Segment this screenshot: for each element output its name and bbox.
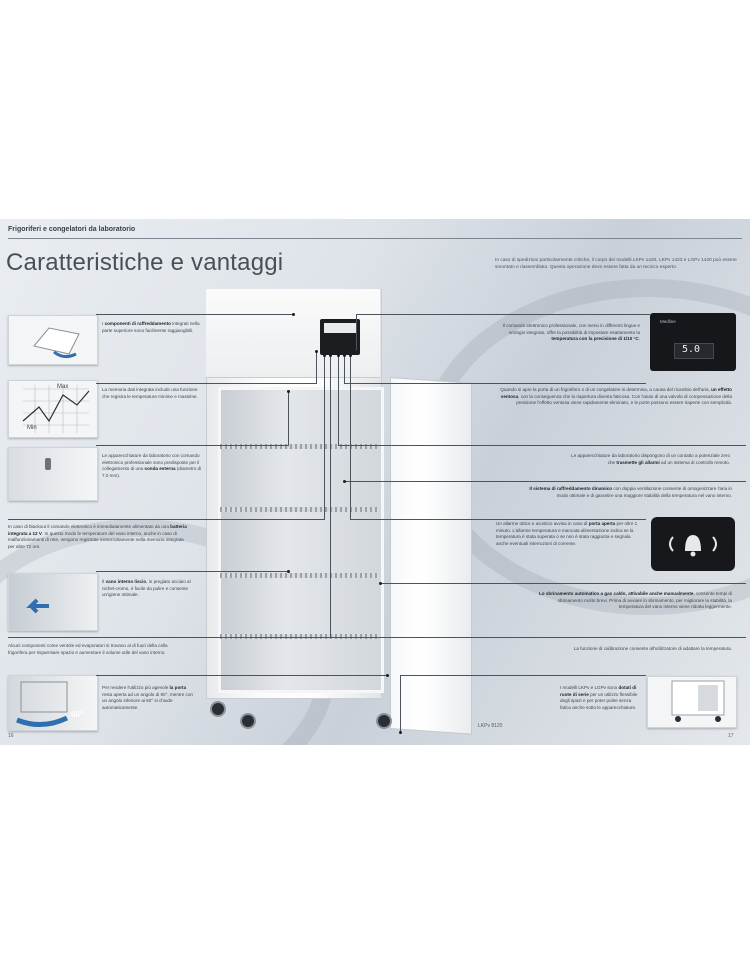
leader-line <box>96 445 289 446</box>
fridge-illustration <box>200 289 472 735</box>
text-cooling-components: I componenti di raffreddamento integrati… <box>102 321 200 333</box>
text-defrost: Lo sbrinamento automatico a gas caldo, a… <box>538 591 732 610</box>
leader-dot <box>329 354 332 357</box>
interior <box>218 387 384 693</box>
text-door: Per rendere l'utilizzo più agevole la po… <box>102 685 193 710</box>
leader-line <box>96 571 288 572</box>
text-evaporators: Alcuni componenti come ventole ed evapor… <box>8 643 168 655</box>
leader-line <box>350 519 646 520</box>
leader-line <box>400 675 646 676</box>
max-label: Max <box>57 384 69 390</box>
leader-line <box>330 355 331 638</box>
thumb-wheels <box>647 676 737 728</box>
thumb-display: Medline 5.0 <box>650 313 736 371</box>
leader-line <box>312 637 746 638</box>
text-interior: Il vano interno liscio, in pregiato acci… <box>102 579 191 598</box>
page-title: Caratteristiche e vantaggi <box>6 249 284 276</box>
leader-dot <box>349 354 352 357</box>
leader-line <box>8 519 324 520</box>
display-brand: Medline <box>660 319 676 324</box>
fridge-wheels-icon <box>671 680 725 722</box>
thumb-door-angle: 60° <box>8 675 98 731</box>
leader-line <box>338 445 746 446</box>
text-door-alarm: Un allarme ottico e acustico avvisa in c… <box>496 521 638 546</box>
leader-dot <box>292 313 295 316</box>
leader-line <box>96 383 316 384</box>
leader-line <box>316 351 317 384</box>
leader-dot <box>287 390 290 393</box>
leader-line <box>96 675 388 676</box>
header-rule <box>8 238 742 239</box>
leader-dot <box>386 674 389 677</box>
thumb-alarm <box>651 517 735 571</box>
thumb-memory: Max Min <box>8 380 98 438</box>
leader-dot <box>323 354 326 357</box>
leader-line <box>344 355 345 384</box>
leader-dot <box>337 354 340 357</box>
control-panel <box>320 319 360 355</box>
shelf <box>220 444 378 449</box>
text-external-probe: Le apparecchiature da laboratorio con co… <box>102 453 202 478</box>
text-alarm-contact: Le apparecchiature da laboratorio dispon… <box>571 453 730 465</box>
text-control-unit: Il comando elettronico professionale, co… <box>502 323 640 342</box>
leader-dot <box>355 350 358 353</box>
leader-dot <box>315 350 318 353</box>
door-angle-icon <box>16 681 69 727</box>
leader-line <box>344 481 746 482</box>
open-door <box>390 377 472 735</box>
leader-dot <box>343 480 346 483</box>
leader-line <box>356 314 650 315</box>
leader-line <box>400 675 401 733</box>
min-max-graph-icon <box>22 385 90 433</box>
angle-label: 60° <box>71 710 84 719</box>
leader-line <box>288 391 289 446</box>
leader-line <box>8 637 330 638</box>
text-memory: La memoria dati integrata include una fu… <box>102 387 198 399</box>
leader-line <box>356 314 357 352</box>
leader-line <box>96 314 294 315</box>
wheel <box>240 713 256 729</box>
min-label: Min <box>27 425 37 431</box>
text-valve: Quando si apre la porta di un frigorifer… <box>500 387 732 406</box>
shelf <box>220 634 378 639</box>
arrow-left-icon <box>26 598 49 614</box>
leader-line <box>380 583 746 584</box>
text-calibration: La funzione di calibrazione consente all… <box>573 646 732 651</box>
shelf <box>220 507 378 512</box>
thumb-cooling-components <box>8 315 98 365</box>
display-value: 5.0 <box>682 344 701 355</box>
lid-icon <box>33 327 80 359</box>
leader-line <box>324 355 325 520</box>
leader-line <box>344 383 646 384</box>
leader-line <box>350 355 351 520</box>
brochure-spread: Frigoriferi e congelatori da laboratorio… <box>0 219 750 745</box>
thumb-interior <box>8 573 98 631</box>
section-header: Frigoriferi e congelatori da laboratorio <box>8 226 136 233</box>
bell-icon <box>669 535 717 557</box>
thumb-probe-port <box>8 447 98 501</box>
text-blackout: In caso di blackout il comando elettroni… <box>8 524 187 549</box>
wheel <box>210 701 226 717</box>
page-number-right: 17 <box>728 733 734 739</box>
wheel <box>376 713 392 729</box>
leader-dot <box>343 354 346 357</box>
leader-dot <box>379 582 382 585</box>
shelf <box>220 573 378 578</box>
intro-text: In caso di spedizioni particolarmente cr… <box>495 258 737 270</box>
page-number-left: 16 <box>8 733 14 739</box>
leader-dot <box>287 570 290 573</box>
model-label: LKPv 8120 <box>478 723 503 729</box>
leader-line <box>338 355 339 446</box>
leader-dot <box>399 731 402 734</box>
text-wheels: I modelli LKPv e LGPv sono dotati di ruo… <box>560 685 638 710</box>
text-dynamic-cooling: Il sistema di raffreddamento dinamico co… <box>529 486 732 498</box>
